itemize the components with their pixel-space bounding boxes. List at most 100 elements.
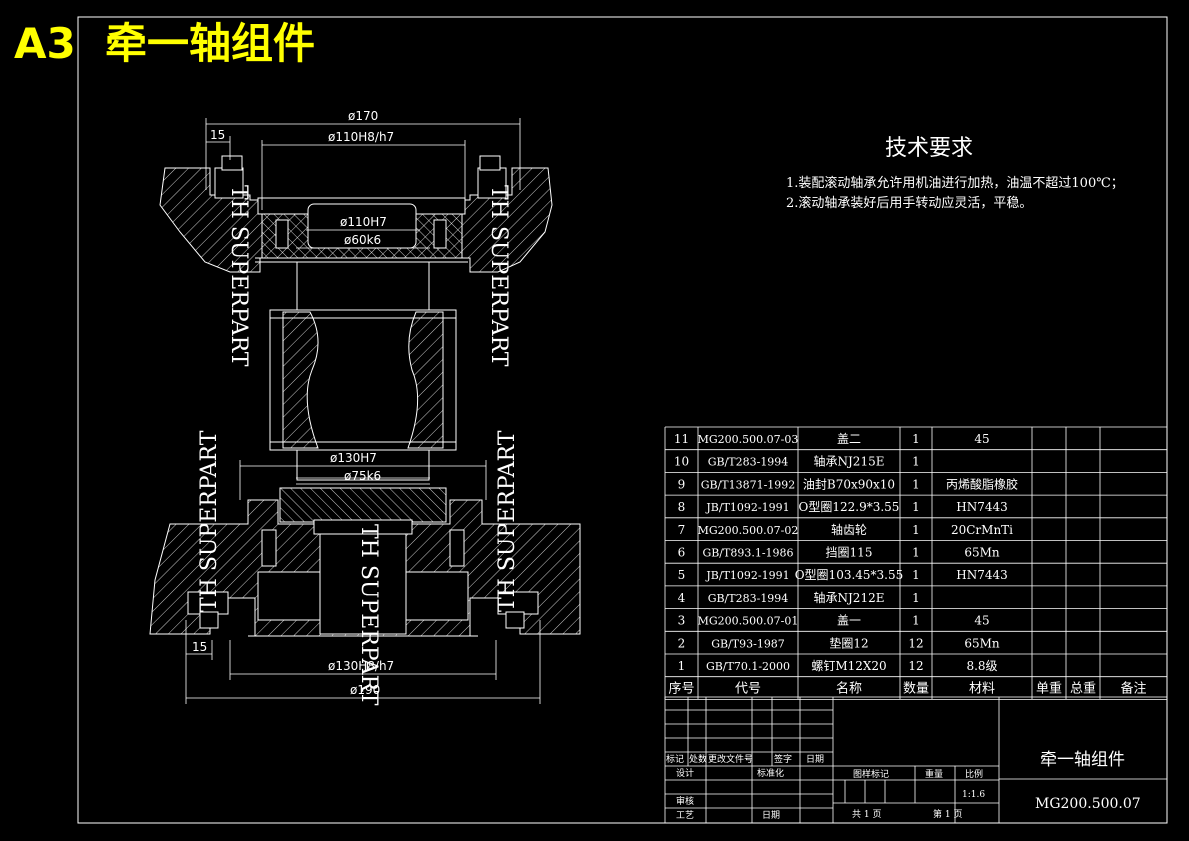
bom-header-cell: 单重 <box>1036 681 1062 697</box>
tb-design: 设计 <box>676 767 694 779</box>
bom-cell-material: 65Mn <box>964 546 1000 560</box>
tb-total-sheets: 共 1 页 <box>852 809 881 820</box>
dim-inner-h7: ø110H7 <box>340 215 387 229</box>
technical-requirement-1: 1.装配滚动轴承允许用机油进行加热，油温不超过100℃； <box>786 176 1124 191</box>
bom-cell-material: 丙烯酸脂橡胶 <box>946 476 1018 491</box>
bom-cell-code: GB/T283-1994 <box>708 456 789 469</box>
bom-cell-code: MG200.500.07-01 <box>698 615 799 628</box>
dimension-lines <box>185 118 541 704</box>
bom-cell-qty: 1 <box>912 477 920 491</box>
bom-cell-qty: 12 <box>908 659 923 673</box>
bom-cell-code: GB/T893.1-1986 <box>702 547 793 560</box>
dimension-texts: ø170 ø110H8/h7 15 ø110H7 ø60k6 ø130H7 ø7… <box>192 109 394 697</box>
dim-bottom-15: 15 <box>192 640 207 654</box>
bom-cell-name: 轴齿轮 <box>831 522 867 537</box>
technical-requirement-2: 2.滚动轴承装好后用手转动应灵活，平稳。 <box>786 196 1033 211</box>
sheet-size: A3 <box>14 19 76 68</box>
tb-revision-mark: 标记 <box>666 753 684 765</box>
bom-cell-qty: 1 <box>912 500 920 514</box>
bom-cell-qty: 1 <box>912 591 920 605</box>
watermark-4: TH SUPERPART <box>495 430 520 612</box>
bom-cell-no: 3 <box>678 614 686 628</box>
bom-header-cell: 材料 <box>969 682 995 697</box>
watermarks: TH SUPERPART TH SUPERPART TH SUPERPART T… <box>197 185 520 706</box>
dim-top-15: 15 <box>210 128 225 142</box>
tb-drawing-no: MG200.500.07 <box>1035 796 1141 812</box>
dim-shaft-k6-top: ø60k6 <box>344 233 381 247</box>
tb-review: 审核 <box>676 795 694 807</box>
bom-cell-qty: 1 <box>912 614 920 628</box>
dim-bottom-h8: ø130H8/h7 <box>328 659 394 673</box>
dim-top-outer: ø170 <box>348 109 378 123</box>
bom-cell-code: GB/T283-1994 <box>708 592 789 605</box>
drawing-frame <box>77 16 1168 824</box>
tb-standardization: 标准化 <box>757 767 784 779</box>
bom-cell-no: 4 <box>678 591 686 605</box>
bom-cell-code: MG200.500.07-03 <box>698 433 799 446</box>
bom-cell-code: GB/T93-1987 <box>711 637 785 650</box>
bom-cell-name: 轴承NJ215E <box>814 454 885 469</box>
tb-date: 日期 <box>762 810 780 821</box>
bom-cell-qty: 1 <box>912 455 920 469</box>
bom-cell-code: GB/T70.1-2000 <box>706 660 790 673</box>
bom-cell-no: 6 <box>678 546 686 560</box>
watermark-2: TH SUPERPART <box>486 185 511 367</box>
bom-cell-material: HN7443 <box>956 500 1008 514</box>
dim-bottom-outer: ø190 <box>350 683 380 697</box>
tb-part-name: 牵一轴组件 <box>1040 750 1125 770</box>
bom-cell-name: 盖二 <box>837 432 861 446</box>
title-block <box>664 696 1168 824</box>
tb-weight: 重量 <box>925 768 943 780</box>
watermark-5: TH SUPERPART <box>356 524 381 706</box>
tb-scale-label: 比例 <box>965 768 983 780</box>
bom-cell-name: O型圈122.9*3.55 <box>799 500 900 514</box>
tb-scale: 1:1.6 <box>962 790 985 800</box>
bom-cell-material: 45 <box>974 432 989 446</box>
technical-requirements-title: 技术要求 <box>885 136 974 161</box>
bom-cell-material: 20CrMnTi <box>951 523 1013 537</box>
bom-header-cell: 总重 <box>1070 681 1096 697</box>
dim-shaft-k6-bottom: ø75k6 <box>344 469 381 483</box>
tb-sheet-no: 第 1 页 <box>933 808 962 820</box>
dim-mid-h7: ø130H7 <box>330 451 377 465</box>
bom-cell-code: JB/T1092-1991 <box>705 569 789 582</box>
watermark-3: TH SUPERPART <box>197 430 222 612</box>
bom-cell-no: 5 <box>678 568 686 582</box>
bom-cell-qty: 12 <box>908 636 923 650</box>
bom-header-cell: 名称 <box>836 681 862 697</box>
bom-cell-qty: 1 <box>912 568 920 582</box>
bom-cell-name: 挡圈115 <box>826 546 873 560</box>
bom-cell-name: 轴承NJ212E <box>814 590 885 605</box>
bom-cell-name: O型圈103.45*3.55 <box>795 568 904 582</box>
watermark-1: TH SUPERPART <box>226 185 251 367</box>
bom-cell-qty: 1 <box>912 523 920 537</box>
tb-stage-mark: 图样标记 <box>853 768 889 780</box>
bom-cell-code: GB/T13871-1992 <box>701 478 796 491</box>
bom-cell-code: MG200.500.07-02 <box>698 524 799 537</box>
bom-header-cell: 数量 <box>903 682 929 697</box>
dim-top-h8: ø110H8/h7 <box>328 130 394 144</box>
bom-cell-no: 7 <box>678 523 686 537</box>
bom-cell-name: 螺钉M12X20 <box>811 659 886 673</box>
bom-cell-no: 2 <box>678 636 686 650</box>
tb-revision-sign: 签字 <box>774 753 792 765</box>
bom-cell-no: 11 <box>674 432 689 446</box>
bom-cell-material: HN7443 <box>956 568 1008 582</box>
lower-cover <box>248 487 478 637</box>
tb-revision-date: 日期 <box>806 754 824 765</box>
shaft-gear <box>269 261 457 481</box>
tb-revision-doc: 更改文件号 <box>708 753 753 765</box>
bom-cell-no: 9 <box>678 477 686 491</box>
bom-cell-code: JB/T1092-1991 <box>705 501 789 514</box>
bom-cell-name: 油封B70x90x10 <box>803 477 895 491</box>
sheet-title: A3 牵一轴组件 <box>14 10 315 71</box>
bom-header-cell: 备注 <box>1120 681 1146 697</box>
drawing-title: 牵一轴组件 <box>104 19 315 68</box>
bom-cell-material: 45 <box>974 614 989 628</box>
bom-cell-qty: 1 <box>912 546 920 560</box>
bom-cell-qty: 1 <box>912 432 920 446</box>
bom-header-cell: 序号 <box>668 682 694 697</box>
bom-cell-name: 垫圈12 <box>829 635 868 650</box>
